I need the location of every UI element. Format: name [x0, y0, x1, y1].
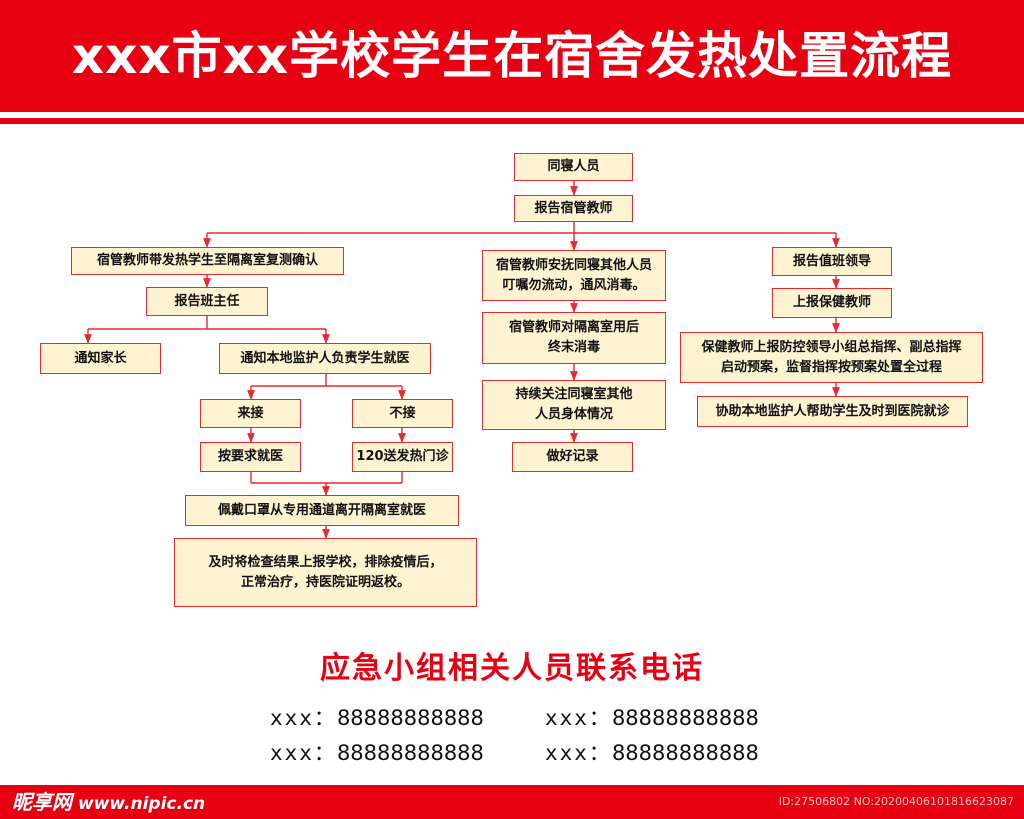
contact-label: xxx： — [270, 706, 337, 730]
box-health-report: 保健教师上报防控领导小组总指挥、副总指挥 启动预案，监督指挥按预案处置全过程 — [680, 332, 983, 383]
box-report-results-line2: 正常治疗，持医院证明返校。 — [240, 574, 410, 590]
box-report-manager: 报告宿管教师 — [514, 195, 633, 222]
header-banner — [0, 0, 1024, 112]
box-monitor-line2: 人员身体情况 — [534, 407, 613, 422]
box-notify-parents-text: 通知家长 — [74, 350, 127, 366]
contact-label: xxx： — [545, 706, 612, 730]
image-id-text: ID:27506802 NO:20200406101816623087 — [778, 795, 1014, 808]
box-assist-guardian-text: 协助本地监护人帮助学生及时到医院就诊 — [715, 403, 950, 419]
box-notify-guardian: 通知本地监护人负责学生就医 — [219, 343, 431, 374]
box-comfort-line1: 宿管教师安抚同寝其他人员 — [495, 257, 652, 273]
watermark-logo: 昵享网 www.nipic.cn — [12, 788, 205, 818]
box-health-report-line1: 保健教师上报防控领导小组总指挥、副总指挥 — [701, 339, 962, 355]
contact-item: xxx：88888888888 — [545, 704, 759, 732]
box-per-request-text: 按要求就医 — [217, 449, 283, 464]
contact-phone: 88888888888 — [611, 706, 759, 730]
box-monitor-roommates: 持续关注同寝室其他 人员身体情况 — [482, 380, 666, 430]
contact-label: xxx： — [270, 741, 337, 765]
box-report-duty-leader: 报告值班领导 — [772, 247, 892, 276]
brand-url[interactable]: www.nipic.cn — [78, 794, 206, 814]
box-comfort-roommates: 宿管教师安抚同寝其他人员 叮嘱勿流动，通风消毒。 — [482, 250, 666, 301]
box-no-pickup: 不接 — [352, 399, 453, 428]
contact-item: xxx：88888888888 — [545, 739, 759, 767]
footer-bar: 昵享网 www.nipic.cn ID:27506802 NO:202004061… — [0, 785, 1024, 819]
box-record-text: 做好记录 — [546, 449, 599, 464]
box-monitor-line1: 持续关注同寝室其他 — [515, 387, 633, 402]
box-disinfect: 宿管教师对隔离室用后 终末消毒 — [482, 312, 666, 364]
box-report-health-teacher: 上报保健教师 — [772, 288, 892, 318]
box-roommate-text: 同寝人员 — [547, 159, 600, 174]
contact-phone: 88888888888 — [336, 741, 484, 765]
box-pickup-text: 来接 — [237, 405, 264, 421]
box-report-health-teacher-text: 上报保健教师 — [792, 295, 871, 310]
box-assist-guardian: 协助本地监护人帮助学生及时到医院就诊 — [697, 396, 968, 427]
contact-item: xxx：88888888888 — [270, 739, 484, 767]
box-ambulance-120: 120送发热门诊 — [352, 442, 453, 472]
box-report-results-line1: 及时将检查结果上报学校，排除疫情后， — [208, 554, 443, 570]
box-escort-recheck-text: 宿管教师带发热学生至隔离室复测确认 — [96, 253, 318, 268]
box-per-request: 按要求就医 — [200, 442, 301, 472]
box-record: 做好记录 — [512, 442, 633, 472]
box-disinfect-line1: 宿管教师对隔离室用后 — [508, 320, 639, 335]
contact-label: xxx： — [545, 741, 612, 765]
contact-phone: 88888888888 — [336, 706, 484, 730]
box-escort-recheck: 宿管教师带发热学生至隔离室复测确认 — [71, 247, 344, 275]
box-mask-leave: 佩戴口罩从专用通道离开隔离室就医 — [185, 495, 459, 526]
box-mask-leave-text: 佩戴口罩从专用通道离开隔离室就医 — [217, 502, 426, 518]
box-notify-parents: 通知家长 — [40, 343, 161, 374]
box-health-report-line2: 启动预案，监督指挥按预案处置全过程 — [720, 359, 942, 375]
page-title: xxx市xx学校学生在宿舍发热处置流程 — [71, 27, 953, 85]
box-report-manager-text: 报告宿管教师 — [534, 200, 613, 216]
box-report-results: 及时将检查结果上报学校，排除疫情后， 正常治疗，持医院证明返校。 — [174, 538, 477, 607]
contact-phone: 88888888888 — [611, 741, 759, 765]
box-pickup: 来接 — [200, 399, 301, 428]
box-notify-guardian-text: 通知本地监护人负责学生就医 — [240, 350, 410, 366]
box-report-headteacher: 报告班主任 — [146, 287, 268, 316]
contact-item: xxx：88888888888 — [270, 704, 484, 732]
box-no-pickup-text: 不接 — [389, 405, 416, 421]
brand-name: 昵享网 — [12, 790, 72, 814]
box-roommate: 同寝人员 — [514, 153, 633, 181]
header-divider — [0, 118, 1024, 124]
box-comfort-line2: 叮嘱勿流动，通风消毒。 — [502, 277, 646, 293]
box-disinfect-line2: 终末消毒 — [547, 340, 600, 355]
contacts-title: 应急小组相关人员联系电话 — [320, 651, 704, 686]
box-report-duty-leader-text: 报告值班领导 — [792, 253, 871, 269]
box-ambulance-120-text: 120送发热门诊 — [356, 449, 449, 464]
box-report-headteacher-text: 报告班主任 — [174, 293, 240, 309]
